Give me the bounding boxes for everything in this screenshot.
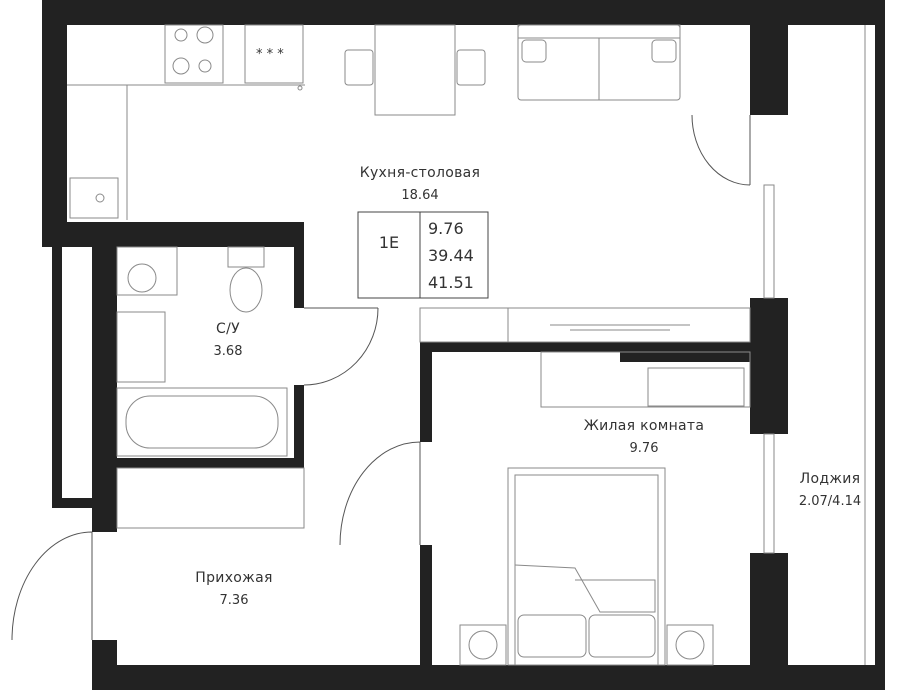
cushion-right (651, 39, 677, 63)
tv-cabinet (419, 307, 751, 343)
wall-left-shaft (52, 247, 62, 505)
living-area: 9.76 (630, 441, 659, 456)
basin (116, 311, 166, 383)
wall-left-shaft-b (52, 498, 102, 508)
pillow-right (588, 614, 656, 658)
bathroom-name: С/У (216, 321, 240, 337)
wall-living-top (420, 342, 750, 352)
tv-screen (550, 324, 690, 331)
window-kitchen (763, 184, 775, 299)
wall-hall-left-lower (92, 640, 117, 690)
wall-bath-right (294, 222, 304, 308)
hood (244, 24, 304, 84)
toilet-bowl (229, 267, 263, 313)
burner-3 (172, 57, 190, 75)
unit-living-area: 9.76 (428, 219, 464, 238)
burner-4 (198, 59, 212, 73)
loggia-area: 2.07/4.14 (799, 494, 861, 509)
hall-furniture (116, 467, 305, 529)
loggia-name: Лоджия (800, 471, 861, 487)
bathroom-area: 3.68 (214, 344, 243, 359)
sofa-back (517, 24, 681, 39)
wall-bath-bottom (92, 458, 304, 468)
kitchen-name: Кухня-столовая (360, 165, 481, 181)
chair-left (344, 49, 374, 86)
shelf-living (647, 367, 745, 407)
pillow-left (517, 614, 587, 658)
bed-cover (514, 564, 656, 613)
walls (42, 0, 885, 690)
nightstand-right (666, 624, 714, 666)
window-living (763, 433, 775, 554)
burner-2 (196, 26, 214, 44)
wall-right-top (750, 0, 788, 115)
nightstand-left (459, 624, 507, 666)
room-labels: Кухня-столовая 18.64 С/У 3.68 Жилая комн… (195, 165, 861, 608)
wall-bath-right-lower (294, 385, 304, 468)
unit-total-area: 39.44 (428, 246, 474, 265)
living-name: Жилая комната (584, 418, 705, 434)
washer-drum (127, 263, 157, 293)
wardrobe-living (540, 351, 751, 408)
unit-total-with-loggia: 41.51 (428, 273, 474, 292)
bed-inner (514, 474, 659, 666)
washing-machine (116, 246, 178, 296)
unit-info-box: 1Е 9.76 39.44 41.51 (357, 211, 489, 299)
door-entrance (11, 531, 93, 641)
bathtub (116, 387, 288, 457)
wall-left-bath (92, 222, 117, 532)
toilet-tank (227, 246, 265, 268)
bedroom-furniture (459, 351, 751, 666)
unit-box-frame (357, 211, 489, 299)
wall-living-left (420, 342, 432, 442)
hall-area: 7.36 (220, 593, 249, 608)
door-kitchen-balcony (691, 114, 751, 186)
bathroom-furniture (116, 246, 288, 457)
kitchen-furniture: * * * (67, 24, 751, 343)
hood-stars: * * * (256, 47, 284, 62)
bathtub-inner (125, 395, 279, 449)
wall-loggia-right-top (875, 0, 885, 690)
burner-1 (174, 28, 188, 42)
hall-name: Прихожая (195, 570, 272, 586)
sink-drain (95, 193, 105, 203)
lamp-right (675, 630, 705, 660)
lamp-left (468, 630, 498, 660)
kitchen-counter (67, 84, 305, 220)
sink (69, 177, 119, 219)
unit-type: 1Е (379, 233, 399, 252)
door-living (339, 441, 421, 546)
wall-left-kitchen (42, 0, 67, 247)
chair-right (456, 49, 486, 86)
wall-right-mid (750, 298, 788, 434)
wall-living-left-low (420, 545, 432, 690)
wall-kitchen-bottom (42, 222, 302, 247)
dining-table (374, 24, 456, 116)
stove (164, 24, 224, 84)
door-bathroom (303, 307, 379, 386)
kitchen-area: 18.64 (401, 188, 438, 203)
fridge-knob (297, 85, 303, 91)
doors (11, 114, 751, 641)
wall-top-outer (42, 0, 885, 25)
wardrobe (116, 467, 305, 529)
windows (763, 25, 866, 665)
cushion-left (521, 39, 547, 63)
wall-right-low (750, 553, 788, 690)
